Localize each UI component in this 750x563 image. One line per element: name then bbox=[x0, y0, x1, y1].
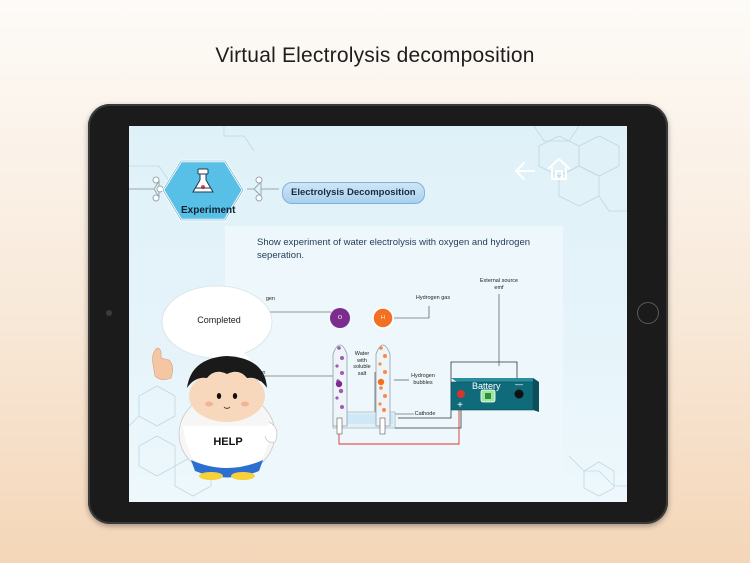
hex-network-background bbox=[129, 126, 627, 497]
battery-minus-sign: — bbox=[515, 380, 523, 389]
module-title: Electrolysis Decomposition bbox=[282, 182, 425, 204]
oxygen-marker-circle bbox=[330, 308, 350, 328]
tablet-home-button bbox=[637, 302, 659, 324]
home-icon[interactable] bbox=[545, 156, 573, 182]
instruction-text: Show experiment of water electrolysis wi… bbox=[257, 237, 531, 261]
oxygen-gas-label: gen bbox=[265, 296, 275, 302]
help-mascot[interactable] bbox=[129, 126, 627, 502]
hydrogen-bubbles bbox=[377, 346, 387, 412]
flask-icon bbox=[192, 168, 214, 193]
water-label: Water with soluble salt bbox=[353, 351, 371, 377]
external-source-label: External source emf bbox=[479, 278, 519, 291]
speech-bubble-text: Completed bbox=[197, 315, 241, 325]
hydrogen-marker-circle bbox=[372, 307, 394, 329]
battery-plus-sign: + bbox=[457, 400, 463, 411]
experiment-badge-label: Experiment bbox=[181, 205, 236, 216]
electrolysis-diagram bbox=[257, 294, 539, 445]
cathode-label: Cathode bbox=[414, 411, 436, 417]
tablet-camera bbox=[106, 310, 112, 316]
hydrogen-gas-label: Hydrogen gas bbox=[415, 295, 451, 301]
back-arrow-icon[interactable] bbox=[513, 160, 537, 182]
help-label: HELP bbox=[213, 436, 243, 448]
battery-positive-terminal bbox=[457, 390, 465, 398]
battery-label: Battery bbox=[472, 381, 501, 391]
hydrogen-bubbles-label: Hydrogen bubbles bbox=[411, 373, 435, 386]
oxygen-bubbles bbox=[335, 346, 344, 409]
hydrogen-marker-label: H bbox=[381, 315, 385, 321]
cathode-electrode bbox=[379, 417, 386, 435]
battery-switch-icon bbox=[485, 393, 491, 399]
battery bbox=[450, 378, 539, 412]
battery-negative-terminal bbox=[514, 389, 524, 399]
experiment-panel bbox=[225, 226, 563, 476]
page-caption: Virtual Electrolysis decomposition bbox=[215, 44, 535, 67]
oxygen-marker-label: O bbox=[337, 315, 343, 321]
app-screen: Experiment Electrolysis Decomposition Sh… bbox=[129, 126, 627, 502]
experiment-badge[interactable] bbox=[129, 126, 627, 502]
anode-electrode bbox=[336, 417, 343, 435]
